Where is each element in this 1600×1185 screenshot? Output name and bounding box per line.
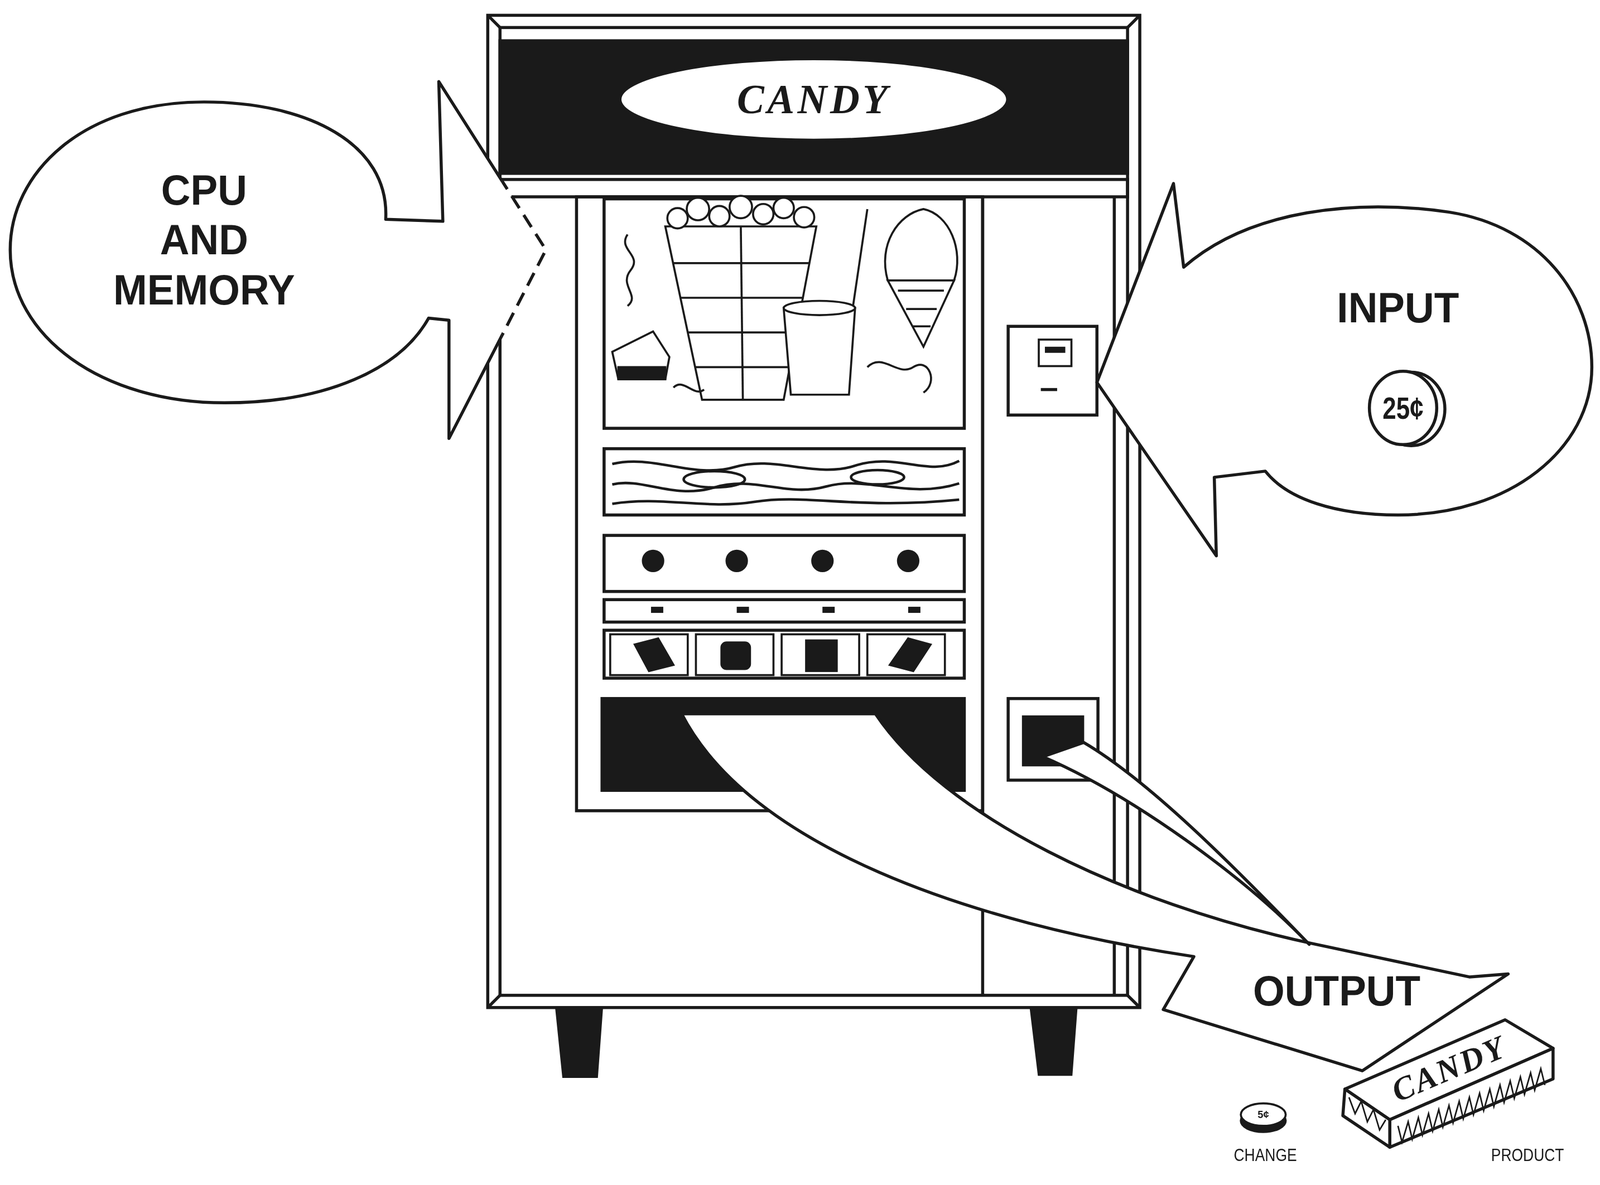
wrapper-crimp [1348,1097,1386,1131]
selection-buttons [725,550,748,573]
part-label: PRODUCT [1491,1145,1565,1166]
snack-picture [667,208,688,229]
coin-face [1369,371,1438,446]
snack-picture [884,209,957,281]
output-arrow-text: OUTPUT [1252,966,1421,1016]
snack-picture [686,198,710,221]
sign-plate: CANDY [617,56,1011,143]
wood-shelf [611,483,959,492]
input-callout: INPUT 25¢ [1089,175,1597,564]
output-arrow-outline [681,714,1509,1072]
snack-picture [611,331,669,380]
display-window [604,599,965,623]
display-window [604,199,965,429]
product-windows [781,634,860,676]
input-callout-shape [1089,175,1597,564]
snack-picture [773,198,794,219]
product-windows [695,634,774,676]
machine-cabinet [499,40,1128,174]
wood-shelf [683,471,745,488]
snack-picture [783,307,856,395]
snack-picture [913,325,931,328]
wood-shelf [850,470,904,485]
change-arrow-outline [1042,742,1309,945]
product-windows [889,638,931,672]
wood-shelf [611,461,959,505]
snack-picture [852,209,868,307]
snack-picture [887,280,954,348]
selection-buttons [736,606,750,614]
input-callout-text: INPUT [1336,283,1459,333]
snack-picture [709,205,730,227]
selection-buttons [641,550,664,573]
popcorn-stripes [653,262,827,265]
snack-picture [793,206,815,228]
sign-plate-text: CANDY [736,75,891,123]
snack-picture [783,300,856,316]
product-windows [806,640,837,672]
machine-legs [1030,1008,1077,1076]
product-windows [721,642,750,670]
change-coin-text: 5¢ [1257,1109,1269,1121]
selection-buttons [897,550,920,573]
machine-legs [556,1008,1077,1078]
selection-buttons [641,550,920,614]
machine-legs [556,1008,602,1078]
product-windows [610,634,946,676]
snack-picture [729,195,753,219]
snack-picture [898,289,944,292]
callout-dashed-tip [502,81,547,439]
sign-ellipse [619,58,1008,141]
machine-cabinet [487,995,500,1009]
machine-cabinet [1127,995,1140,1009]
output-arrow: OUTPUT [668,694,1521,1082]
coin-slot [1041,388,1058,392]
display-window [604,535,965,592]
callout-outline [10,81,503,439]
cpu-callout: CPU AND MEMORY [5,71,557,450]
selection-buttons [822,606,835,614]
callout-outline [1096,183,1592,556]
snack-picture [611,195,957,400]
snack-picture [905,307,937,311]
popcorn-stripes [653,296,827,300]
snack-picture [673,384,705,392]
candy-bar: CANDY [1331,1009,1562,1153]
cpu-callout-shape [5,71,557,450]
snack-picture [753,204,774,225]
snack-picture [618,367,665,380]
machine-cabinet [487,15,500,28]
selection-buttons [811,550,834,573]
part-label: CHANGE [1234,1145,1298,1166]
popcorn-stripes [740,226,744,400]
coin: 25¢ [1363,367,1452,451]
product-windows [867,634,946,676]
wood-shelf [611,499,959,505]
machine-cabinet [499,179,1128,197]
coin-slot [1044,347,1066,354]
snack-picture [624,234,634,307]
product-windows [634,638,674,672]
change-coin: 5¢ [1236,1097,1290,1135]
callout-fill [10,81,546,439]
product-windows [610,634,688,676]
machine-cabinet [1112,196,1116,996]
coin-slot [1008,326,1097,416]
display-window [604,449,965,516]
snack-picture [867,362,932,393]
cpu-callout-text: CPU AND MEMORY [113,164,296,315]
wood-shelf [611,461,959,471]
selection-buttons [908,606,921,614]
coin-slot [1008,326,1097,416]
coin-slot [1038,339,1072,367]
machine-cabinet [1127,15,1140,28]
output-arrow-shape [668,694,1521,1082]
candy-end-face [1342,1089,1390,1148]
coin-face [1240,1104,1286,1127]
selection-buttons [651,606,664,614]
coin-text: 25¢ [1382,391,1424,427]
display-window [604,630,965,679]
